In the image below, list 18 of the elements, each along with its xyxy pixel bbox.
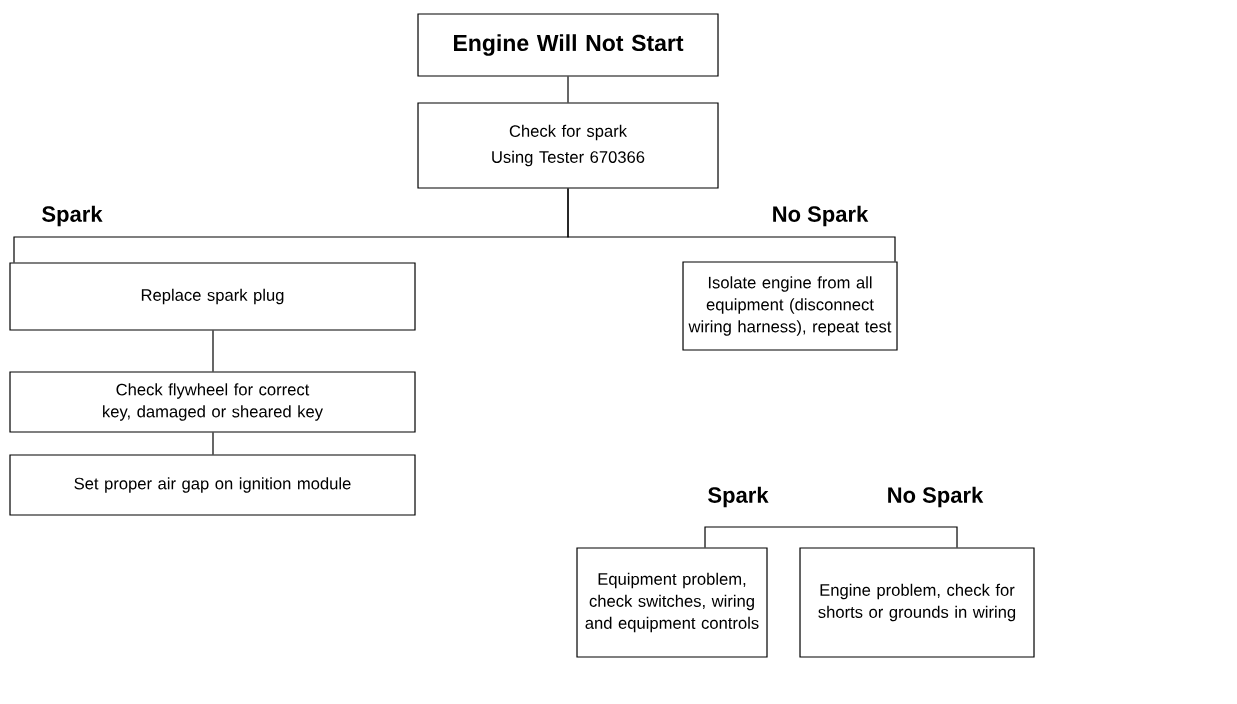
connector-line — [567, 76, 569, 103]
process-box: Check flywheel for correct key, damaged or sheared key — [9, 371, 416, 433]
connector-line — [212, 432, 214, 455]
process-box: Equipment problem, check switches, wiring and equipment controls — [576, 547, 768, 658]
connector-line — [830, 526, 958, 548]
process-box: Engine problem, check for shorts or grounds in wiring — [799, 547, 1035, 658]
title-box: Engine Will Not Start — [417, 13, 719, 77]
connector-line — [704, 526, 832, 548]
edge-label: Spark — [705, 484, 771, 510]
edge-label: No Spark — [769, 203, 871, 229]
process-box: Check for spark Using Tester 670366 — [417, 102, 719, 189]
process-box: Isolate engine from all equipment (disconnect wiring harness), repeat test — [682, 261, 898, 351]
process-box: Replace spark plug — [9, 262, 416, 331]
edge-label: Spark — [39, 203, 105, 229]
process-box: Set proper air gap on ignition module — [9, 454, 416, 516]
connector-line — [212, 330, 214, 372]
edge-label: No Spark — [884, 484, 986, 510]
connector-line — [567, 188, 896, 262]
